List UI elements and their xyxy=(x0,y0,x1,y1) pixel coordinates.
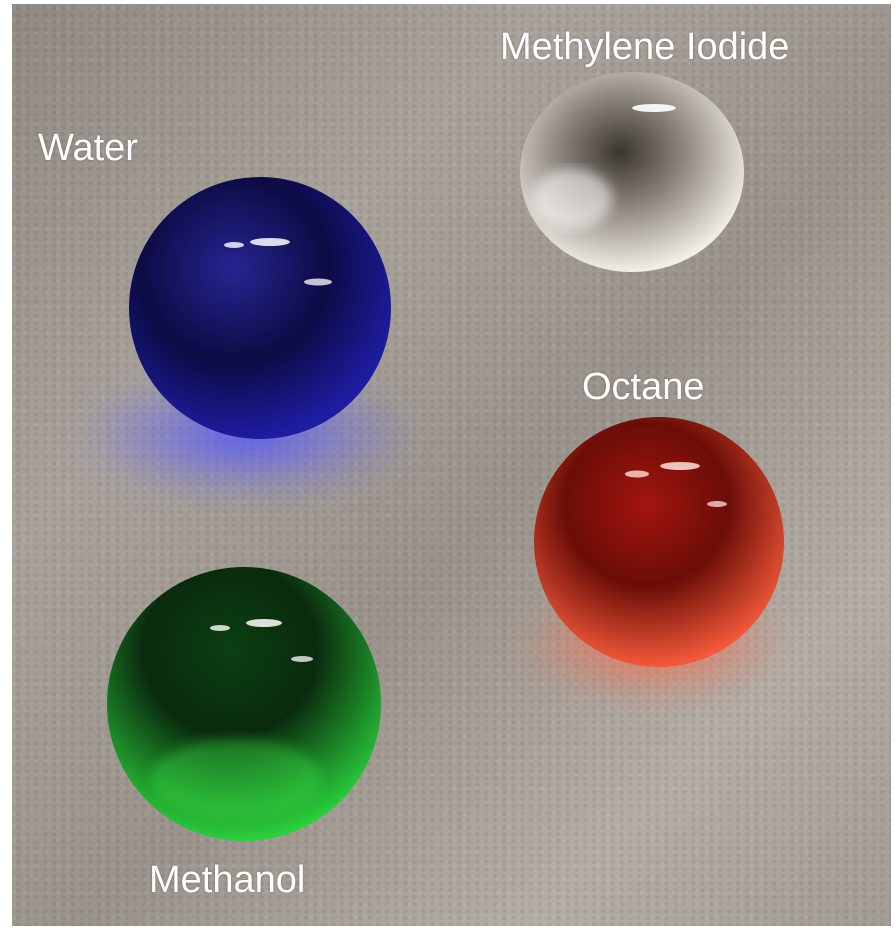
methanol-drop-sparkle xyxy=(152,739,322,819)
octane-drop-highlight-3 xyxy=(707,501,727,507)
water-drop-highlight-2 xyxy=(304,278,332,286)
methanol-drop-highlight-2 xyxy=(210,625,230,631)
methanol-label: Methanol xyxy=(149,859,306,901)
photo-frame: Water Methylene Iodide Octane Methanol xyxy=(12,4,891,926)
octane-label: Octane xyxy=(582,366,705,408)
water-drop-highlight xyxy=(250,238,290,246)
methylene-iodide-drop xyxy=(520,72,744,272)
water-label: Water xyxy=(38,127,138,169)
methylene-iodide-sparkle xyxy=(532,169,612,229)
octane-drop-highlight xyxy=(660,462,700,470)
octane-drop-highlight-2 xyxy=(625,470,649,478)
water-drop xyxy=(129,177,391,439)
methanol-drop-highlight-3 xyxy=(291,656,313,662)
methylene-iodide-label: Methylene Iodide xyxy=(500,26,790,68)
methylene-iodide-highlight xyxy=(632,104,676,112)
water-drop-highlight-3 xyxy=(224,242,244,248)
droplets-illustration xyxy=(72,72,792,841)
methanol-drop-highlight xyxy=(246,619,282,627)
octane-drop xyxy=(534,417,784,667)
